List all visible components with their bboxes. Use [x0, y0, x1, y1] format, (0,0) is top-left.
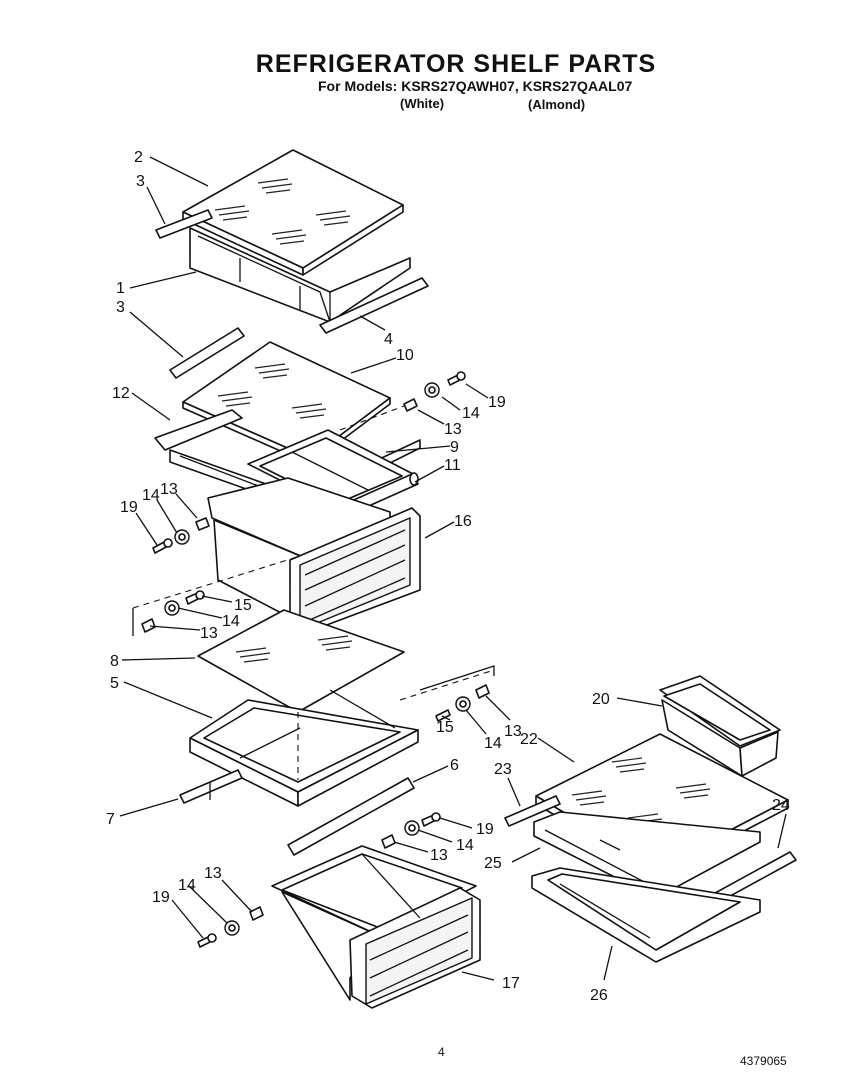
callout-1: 1 [116, 280, 125, 297]
callout-3: 3 [116, 299, 125, 316]
trim-strip-part-23 [504, 795, 561, 827]
callout-22: 22 [520, 731, 538, 748]
nut-part-14b [174, 529, 190, 545]
callout-2: 2 [134, 149, 143, 166]
callout-13: 13 [200, 625, 218, 642]
shelf-frame-part-5 [189, 689, 419, 807]
models-line: For Models: KSRS27QAWH07, KSRS27QAAL07 [318, 78, 633, 94]
callout-15: 15 [234, 597, 252, 614]
callout-13: 13 [160, 481, 178, 498]
callout-14: 14 [484, 735, 502, 752]
callout-26: 26 [590, 987, 608, 1004]
callout-24: 24 [772, 797, 790, 814]
callout-19: 19 [476, 821, 494, 838]
shelf-frame-part-1 [189, 227, 411, 323]
callout-14: 14 [222, 613, 240, 630]
callout-20: 20 [592, 691, 610, 708]
almond-label: (Almond) [528, 97, 586, 112]
bin-part-20 [659, 675, 781, 777]
callout-25: 25 [484, 855, 502, 872]
callout-3: 3 [136, 173, 145, 190]
screw-part-19b [152, 538, 173, 554]
spacer-part-13a [403, 398, 418, 412]
shelf-frame-part-26 [531, 867, 761, 963]
callout-9: 9 [450, 439, 459, 456]
callout-13: 13 [204, 865, 222, 882]
callout-19: 19 [488, 394, 506, 411]
frame-part-9 [247, 429, 416, 509]
callout-10: 10 [396, 347, 414, 364]
spacer-part-13c [141, 618, 156, 633]
glass-shelf-part-8 [197, 609, 405, 713]
callout-14: 14 [456, 837, 474, 854]
trim-strip-part-4 [319, 277, 429, 334]
trim-strip-part-6 [287, 777, 415, 856]
page-title: REFRIGERATOR SHELF PARTS [255, 50, 657, 78]
screw-part-15b [435, 709, 451, 722]
document-number: 4379065 [740, 1054, 787, 1068]
callout-19: 19 [120, 499, 138, 516]
spacer-part-13b [195, 517, 210, 531]
screw-part-19c [421, 812, 441, 827]
callout-11: 11 [444, 457, 461, 474]
callout-4: 4 [384, 331, 393, 348]
spacer-part-13d [475, 684, 490, 699]
nut-part-14a [424, 382, 440, 398]
nut-part-14f [224, 920, 240, 936]
callout-13: 13 [444, 421, 462, 438]
screw-part-19a [447, 371, 466, 386]
trim-strip-part-3b [169, 327, 245, 379]
callout-14: 14 [142, 487, 160, 504]
nut-part-14e [404, 820, 420, 836]
callout-8: 8 [110, 653, 119, 670]
callout-23: 23 [494, 761, 512, 778]
callout-14: 14 [178, 877, 196, 894]
drawer-part-17 [271, 845, 481, 1009]
spacer-part-13e [381, 834, 396, 849]
callout-15: 15 [436, 719, 454, 736]
nut-part-14d [455, 696, 471, 712]
callout-13: 13 [430, 847, 448, 864]
shelf-frame-part-25 [533, 811, 761, 899]
callout-19: 19 [152, 889, 170, 906]
spacer-part-13f [249, 906, 264, 921]
white-label: (White) [400, 96, 445, 111]
screw-part-19d [197, 933, 217, 948]
page-number: 4 [438, 1045, 445, 1059]
callout-13: 13 [504, 723, 522, 740]
callout-17: 17 [502, 975, 520, 992]
rail-part-7 [179, 769, 243, 804]
glass-shelf-part-2 [182, 149, 404, 276]
callout-12: 12 [112, 385, 130, 402]
nut-part-14c [164, 600, 180, 616]
drawer-part-16 [207, 477, 421, 636]
screw-part-15a [185, 590, 205, 605]
callout-16: 16 [454, 513, 472, 530]
callout-labels: 2 3 1 4 3 10 12 19 14 13 9 11 19 14 13 1… [106, 149, 790, 1004]
leader-lines [119, 156, 787, 981]
callout-6: 6 [450, 757, 459, 774]
trim-strip-part-3a [155, 209, 213, 239]
callout-7: 7 [106, 811, 115, 828]
callout-14: 14 [462, 405, 480, 422]
callout-5: 5 [110, 675, 119, 692]
